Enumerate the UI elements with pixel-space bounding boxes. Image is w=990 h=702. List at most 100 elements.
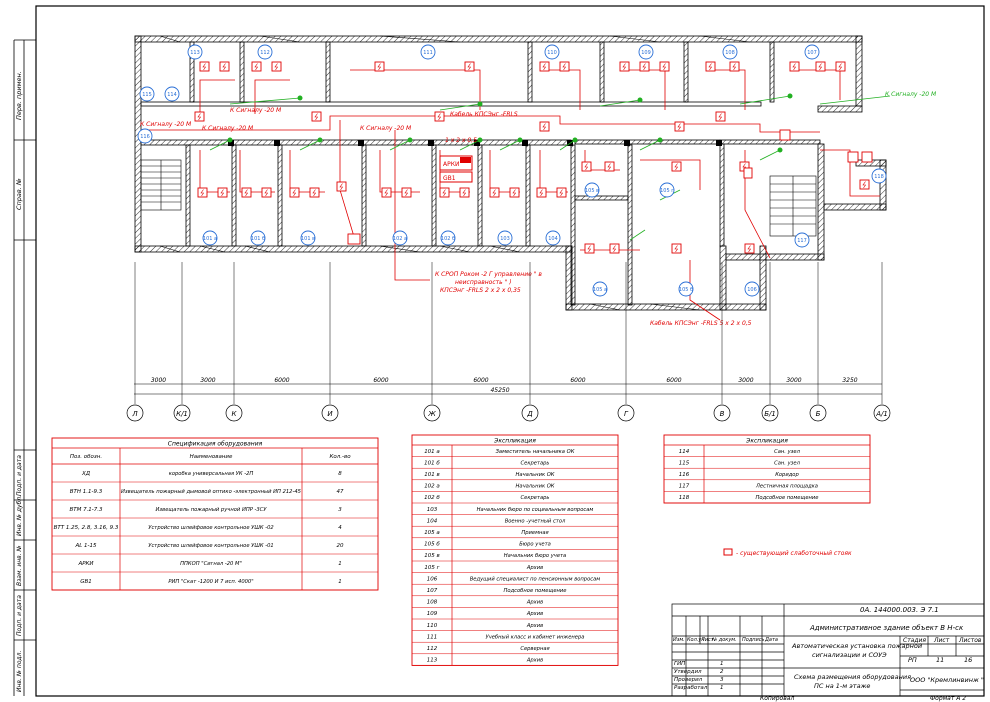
table-cell: АРКИ	[77, 561, 93, 567]
sheets-value: 16	[964, 656, 972, 664]
table-cell: 118	[679, 495, 690, 501]
title-block	[671, 603, 985, 697]
col-header: Подпись	[742, 637, 765, 643]
role-label: Утвердил	[674, 669, 702, 675]
table-cell: ВТМ 7.1-7.3	[69, 507, 103, 513]
table-cell: Подсобное помещение	[504, 588, 567, 594]
table-cell: Начальник бюро по социальным вопросам	[477, 507, 594, 513]
windows	[159, 35, 751, 311]
axis-label: Б/1	[764, 410, 776, 418]
side-strip: Перв. примен. Справ. № Инв. № подл. Подп…	[13, 39, 36, 696]
table-title: Экспликация	[745, 438, 788, 445]
smoke-detectors	[194, 61, 870, 254]
dimension-value: 6000	[373, 377, 388, 384]
table-cell: Извещатель пожарный дымовой оптико -элек…	[121, 489, 302, 495]
table-cell: 102 а	[424, 484, 440, 490]
doc-code: 0А. 144000.003. Э 7.1	[860, 606, 939, 614]
room-number: 102 б	[441, 236, 455, 242]
role-num: 1	[720, 661, 724, 667]
cable-label: неисправность " )	[455, 279, 512, 286]
axis-marker: Б/1	[761, 262, 779, 422]
table-cell: Бюро учета	[519, 542, 551, 548]
side-label: Справ. №	[15, 178, 23, 210]
room-marker: 102 а	[392, 230, 408, 246]
format-label: Формат А 2	[930, 695, 966, 702]
walls	[134, 35, 887, 311]
room-marker: 108	[722, 44, 738, 60]
table-cell: 103	[427, 507, 438, 513]
table-cell: 112	[427, 646, 438, 652]
room-marker: 114	[164, 86, 180, 102]
room-number: 118	[874, 174, 884, 180]
room-marker: 112	[257, 44, 273, 60]
table-cell: 101 а	[424, 449, 440, 455]
room-marker: 107	[804, 44, 820, 60]
role-label: ГИП	[674, 661, 685, 667]
table-cell: Начальник ОК	[515, 472, 554, 478]
table-cell: Коридор	[775, 472, 799, 478]
room-marker: 104	[545, 230, 561, 246]
room-number: 116	[140, 134, 150, 140]
axis-marker: Л	[126, 262, 144, 422]
cable-label: 1 х 2 х 0,5	[445, 137, 477, 144]
room-marker: 105 в	[584, 182, 600, 198]
role-label: Разработал	[674, 685, 708, 691]
sheets-header: Листов	[958, 637, 982, 644]
room-number: 105 в	[585, 188, 599, 194]
table-cell: ХД	[81, 471, 91, 477]
axis-label: К/1	[176, 410, 188, 418]
axis-marker: Д	[521, 262, 539, 422]
table-cell: Устройство шлейфовое контрольное УШК -01	[148, 543, 273, 549]
room-marker: 110	[544, 44, 560, 60]
side-label: Подп. и дата	[16, 595, 23, 636]
table-cell: 114	[679, 449, 690, 455]
table-cell: Секретарь	[521, 460, 550, 466]
table-cell: 117	[679, 484, 690, 490]
room-number: 113	[190, 50, 200, 56]
table-cell: Начальник бюро учета	[504, 553, 566, 559]
room-marker: 106	[744, 281, 760, 297]
table-cell: Начальник ОК	[515, 484, 554, 490]
table-cell: 115	[679, 460, 690, 466]
col-header: Кол.уч	[687, 637, 704, 643]
room-number: 112	[260, 50, 270, 56]
col-header: Дата	[764, 637, 778, 643]
battery-label: GB1	[443, 175, 456, 182]
table-cell: 4	[338, 525, 342, 531]
table-cell: Архив	[526, 611, 543, 617]
room-number: 106	[747, 287, 757, 293]
table-cell: Приемная	[521, 530, 548, 536]
table-cell: РИП "Скат -1200 И 7 исп. 4000"	[168, 579, 253, 585]
room-marker: 118	[871, 168, 887, 184]
table-cell: 47	[337, 489, 344, 495]
table-cell: Секретарь	[521, 495, 550, 501]
room-number: 110	[547, 50, 557, 56]
room-number: 109	[641, 50, 651, 56]
axis-label: А/1	[875, 410, 888, 418]
table-cell: 106	[427, 576, 438, 582]
system-line-2: сигнализации и СОУЭ	[812, 651, 887, 659]
role-label: Проверил	[674, 677, 703, 683]
axis-marker: В	[713, 262, 731, 422]
room-number: 105 б	[679, 287, 693, 293]
cable-label: К Сигналу -20 М	[230, 107, 282, 114]
col-header: № докум.	[711, 637, 737, 643]
table-cell: Архив	[526, 600, 543, 606]
axis-label: Ж	[427, 410, 436, 418]
axis-label: В	[720, 410, 725, 418]
total-dimension: 45250	[490, 387, 509, 394]
role-num: 1	[720, 685, 724, 691]
axis-label: Л	[131, 410, 138, 418]
room-number: 103	[500, 236, 510, 242]
table-cell: Лестничная площадка	[755, 484, 818, 490]
axis-marker: К/1	[173, 262, 191, 422]
table-cell: 105 б	[424, 542, 440, 548]
room-number: 101 в	[301, 236, 315, 242]
cable-label: Кабель КПСЭнг -FRLS 5 х 2 х 0,5	[650, 320, 752, 327]
room-number: 108	[725, 50, 735, 56]
room-marker: 111	[420, 44, 436, 60]
sheet-title-1: Схема размещения оборудования	[794, 673, 911, 681]
col-header: Изм.	[673, 637, 685, 643]
room-marker: 101 в	[300, 230, 316, 246]
table-cell: Подсобное помещение	[756, 495, 819, 501]
